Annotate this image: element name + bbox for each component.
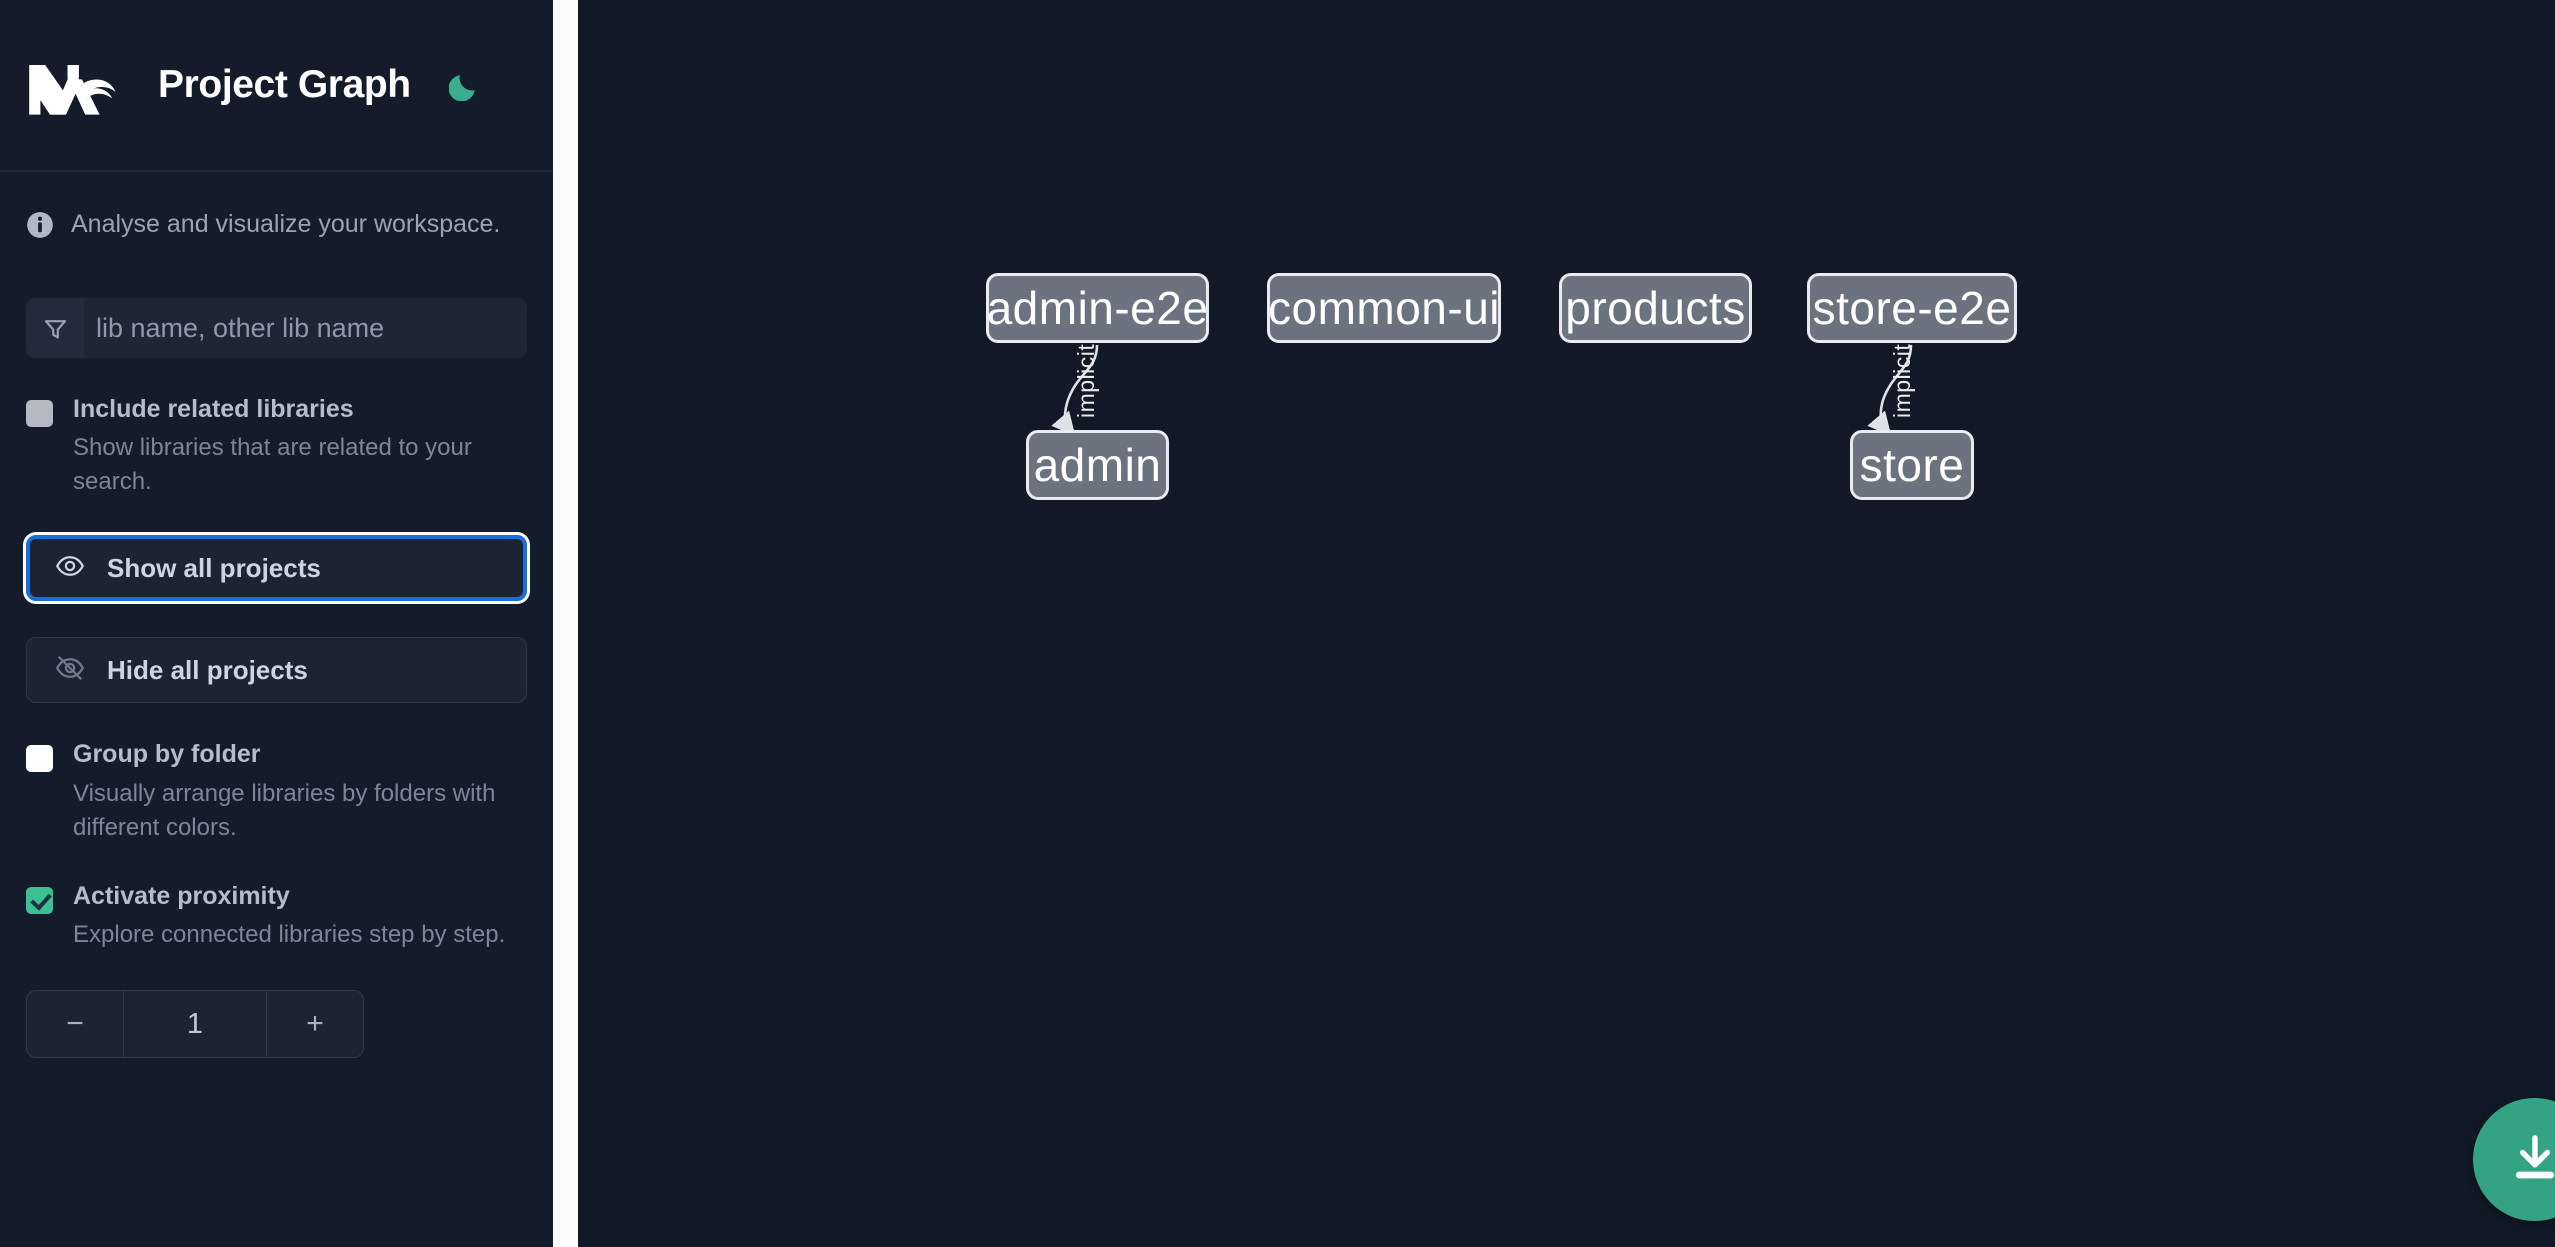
download-icon: [2508, 1130, 2555, 1189]
group-by-folder-label: Group by folder: [73, 740, 261, 769]
graph-node-store-e2e[interactable]: store-e2e: [1807, 273, 2017, 343]
include-related-libraries-description: Show libraries that are related to your …: [73, 434, 472, 496]
nx-logo-icon: [26, 52, 122, 118]
info-icon: [26, 211, 54, 239]
sidebar-body: Analyse and visualize your workspace. In…: [0, 172, 553, 1059]
hide-all-projects-button[interactable]: Hide all projects: [26, 637, 527, 704]
show-all-projects-button[interactable]: Show all projects: [26, 535, 527, 602]
graph-node-products[interactable]: products: [1559, 273, 1752, 343]
activate-proximity-row[interactable]: Activate proximity Explore connected lib…: [26, 881, 527, 952]
activate-proximity-label: Activate proximity: [73, 881, 290, 910]
proximity-increment-button[interactable]: +: [266, 991, 363, 1058]
include-related-libraries-label: Include related libraries: [73, 395, 354, 423]
sidebar-scrollbar-track[interactable]: [553, 0, 1126, 1247]
eye-icon: [55, 551, 85, 586]
search-input[interactable]: [84, 298, 527, 358]
edge-label-store: implicit: [1889, 343, 1915, 418]
graph-edges: [1051, 344, 1913, 436]
group-by-folder-checkbox[interactable]: [26, 745, 53, 773]
activate-proximity-checkbox[interactable]: [26, 886, 53, 914]
hide-all-projects-label: Hide all projects: [107, 654, 308, 685]
page-title: Project Graph: [158, 63, 411, 106]
workspace-blurb: Analyse and visualize your workspace.: [26, 172, 527, 249]
graph-node-common-ui[interactable]: common-ui: [1267, 273, 1501, 343]
sidebar-header: Project Graph: [0, 0, 553, 172]
workspace-blurb-text: Analyse and visualize your workspace.: [71, 210, 501, 238]
include-related-libraries-row[interactable]: Include related libraries Show libraries…: [26, 394, 527, 499]
filter-field[interactable]: [26, 298, 527, 358]
funnel-icon: [26, 298, 84, 358]
include-related-libraries-checkbox[interactable]: [26, 400, 53, 427]
moon-icon[interactable]: [443, 63, 487, 107]
proximity-decrement-button[interactable]: −: [27, 991, 124, 1058]
sidebar: Project Graph Analyse and visualize your…: [0, 0, 553, 1247]
show-all-projects-label: Show all projects: [107, 552, 321, 583]
edge-label-admin: implicit: [1073, 343, 1099, 418]
proximity-stepper[interactable]: − 1 +: [26, 990, 364, 1059]
graph-node-admin-e2e[interactable]: admin-e2e: [986, 273, 1209, 343]
group-by-folder-row[interactable]: Group by folder Visually arrange librari…: [26, 739, 527, 844]
eye-off-icon: [55, 653, 85, 688]
graph-node-store[interactable]: store: [1850, 430, 1974, 500]
graph-canvas[interactable]: implicit implicit admin-e2e common-ui pr…: [578, 0, 2555, 1247]
proximity-value: 1: [186, 1007, 204, 1040]
graph-node-admin[interactable]: admin: [1026, 430, 1169, 500]
group-by-folder-description: Visually arrange libraries by folders wi…: [73, 779, 496, 841]
download-graph-button[interactable]: [2473, 1098, 2555, 1221]
activate-proximity-description: Explore connected libraries step by step…: [73, 921, 506, 949]
